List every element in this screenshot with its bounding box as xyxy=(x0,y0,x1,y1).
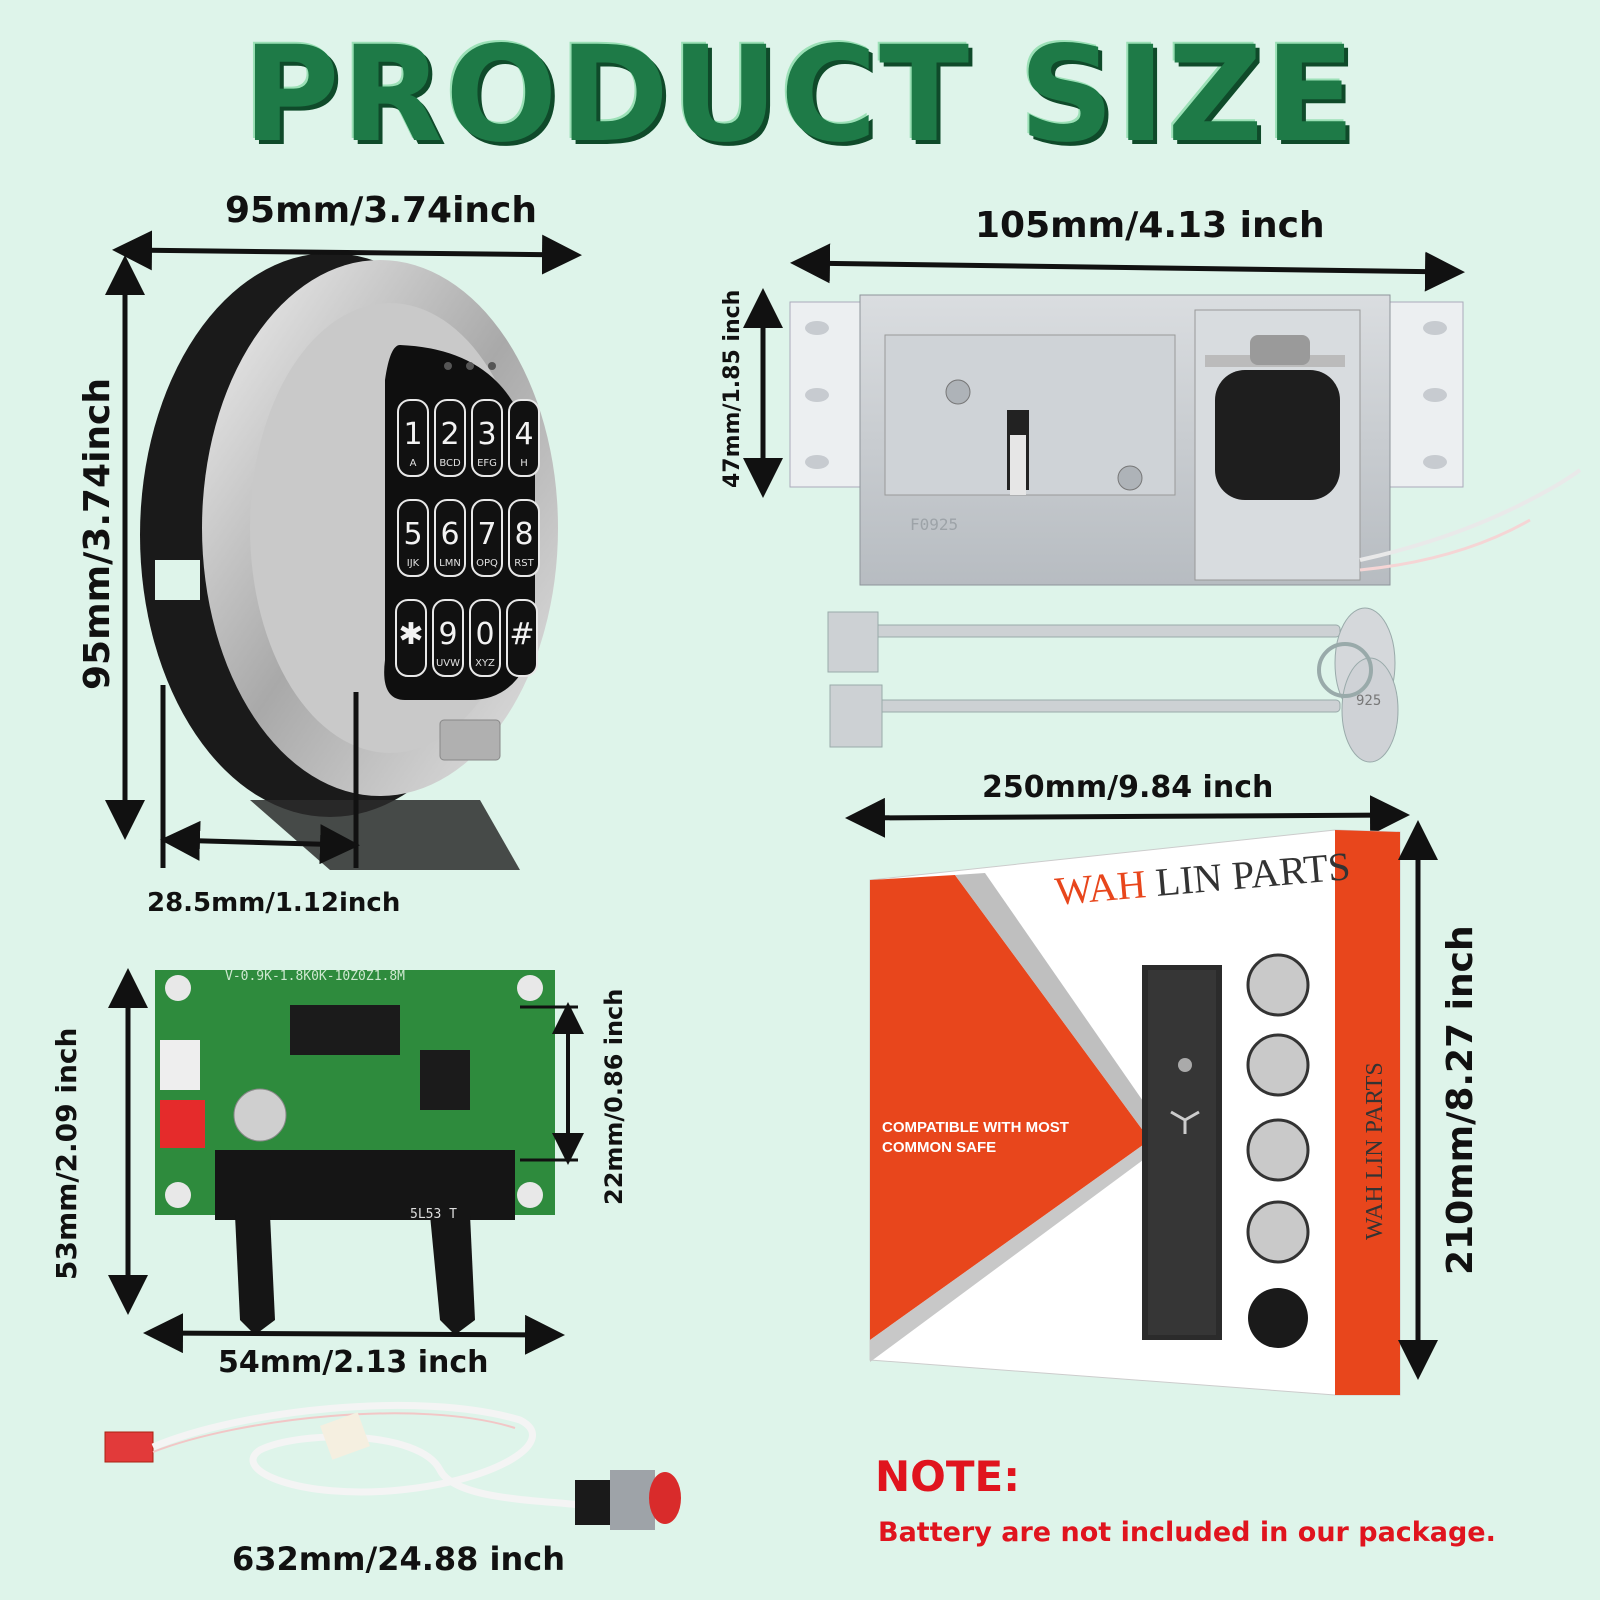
keys-illustration: 925 xyxy=(827,607,1399,763)
keypad-width-label: 95mm/3.74inch xyxy=(225,190,538,231)
cable-length-label: 632mm/24.88 inch xyxy=(232,1540,566,1578)
keypad-key-digit: # xyxy=(509,617,534,652)
keypad-key-digit: ✱ xyxy=(398,617,423,652)
board-height-label: 53mm/2.09 inch xyxy=(50,1027,83,1280)
keypad-key-digit: 4 xyxy=(514,417,533,452)
keypad-key: 4H xyxy=(508,399,540,477)
keypad-key-digit: 2 xyxy=(440,417,459,452)
keypad-key-digit: 7 xyxy=(477,517,496,552)
page-title: PRODUCT SIZE xyxy=(242,18,1358,172)
keypad-key-digit: 0 xyxy=(475,617,494,652)
keypad-width-arrow xyxy=(112,230,582,275)
board-silk-bottom: 5L53 T xyxy=(410,1207,457,1222)
keypad-key: ✱ xyxy=(395,599,427,677)
board-width-label: 54mm/2.13 inch xyxy=(218,1345,489,1380)
keypad-height-label: 95mm/3.74inch xyxy=(77,377,118,690)
board-width-arrow xyxy=(143,1313,565,1355)
keys-length-label: 250mm/9.84 inch xyxy=(982,770,1274,805)
lock-width-label: 105mm/4.13 inch xyxy=(975,205,1325,246)
keypad-key-digit: 6 xyxy=(440,517,459,552)
box-side-brand: WAH LIN PARTS xyxy=(1362,1062,1388,1240)
box-tagline: COMPATIBLE WITH MOST COMMON SAFE xyxy=(882,1118,1069,1158)
keypad-key-letters: A xyxy=(410,458,417,469)
keypad-key-digit: 3 xyxy=(477,417,496,452)
key-stamp: 925 xyxy=(1356,693,1381,709)
note-text: Battery are not included in our package. xyxy=(878,1517,1496,1548)
box-height-label: 210mm/8.27 inch xyxy=(1440,925,1481,1275)
keypad-depth-label: 28.5mm/1.12inch xyxy=(147,888,401,918)
board-silk-top: V-0.9K-1.8K0K-10Z0Z1.8M xyxy=(225,969,405,984)
keypad-key-letters: BCD xyxy=(439,458,461,469)
keys-length-arrow xyxy=(845,795,1410,838)
board-inner-label: 22mm/0.86 inch xyxy=(600,988,628,1205)
keypad-key: 1A xyxy=(397,399,429,477)
keypad-key-letters: OPQ xyxy=(476,558,498,569)
box-tagline-line2: COMMON SAFE xyxy=(882,1139,997,1156)
note-title: NOTE: xyxy=(875,1452,1020,1501)
keypad-key-letters: LMN xyxy=(439,558,461,569)
box-tagline-line1: COMPATIBLE WITH MOST xyxy=(882,1119,1069,1136)
keypad-key-digit: 8 xyxy=(514,517,533,552)
keypad-key-letters: UVW xyxy=(436,658,460,669)
lock-width-arrow xyxy=(790,243,1465,292)
cable-illustration xyxy=(104,1401,681,1530)
lock-stamp: F0925 xyxy=(910,515,958,534)
keypad-key-digit: 5 xyxy=(403,517,422,552)
keypad-key-letters: H xyxy=(520,458,528,469)
keypad-depth-arrow xyxy=(160,820,360,865)
keypad-key-letters: RST xyxy=(514,558,534,569)
keypad-key-letters: EFG xyxy=(477,458,497,469)
lock-illustration: F0925 xyxy=(789,294,1582,586)
keypad-key-letters: IJK xyxy=(407,558,420,569)
keypad-key: # xyxy=(506,599,538,677)
keypad-key-digit: 1 xyxy=(403,417,422,452)
circuit-board-illustration: V-0.9K-1.8K0K-10Z0Z1.8M 5L53 T xyxy=(155,969,555,1335)
box-illustration xyxy=(869,829,1401,1396)
keypad-key-letters: XYZ xyxy=(475,658,495,669)
keypad-key-digit: 9 xyxy=(438,617,457,652)
lock-height-label: 47mm/1.85 inch xyxy=(720,289,745,488)
box-brand-accent: WAH xyxy=(1053,861,1148,914)
